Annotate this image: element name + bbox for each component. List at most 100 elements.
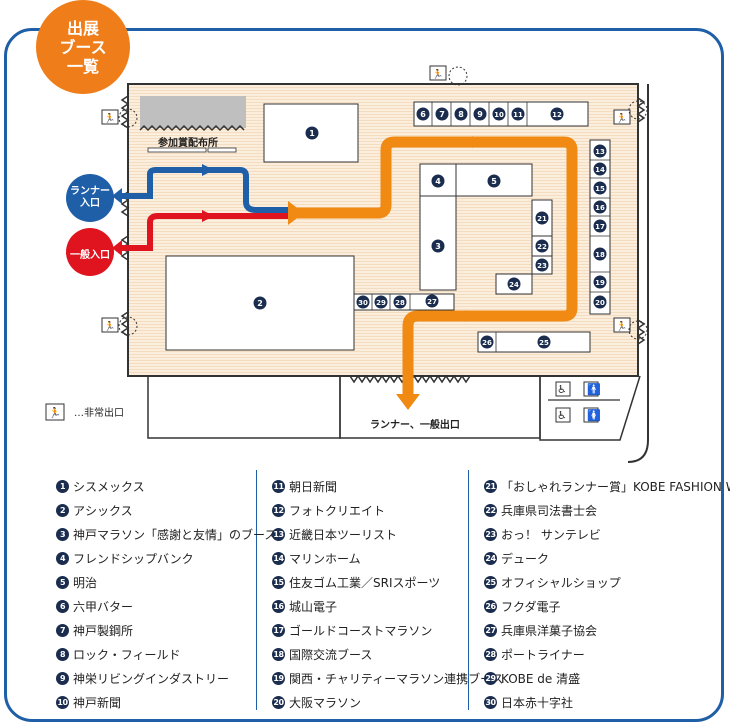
svg-text:🏃: 🏃 [616, 320, 627, 332]
booth-marker-3 [431, 239, 445, 253]
booth-number-badge: 20 [272, 695, 285, 709]
booth-number-badge: 10 [56, 695, 69, 709]
general-entrance-label: 一般入口 [70, 250, 110, 261]
booth-marker-21 [535, 211, 549, 225]
booth-number-badge: 2 [56, 503, 69, 517]
svg-text:♿: ♿ [557, 383, 567, 396]
general-entrance-marker [66, 228, 114, 276]
booth-marker-15 [593, 181, 607, 195]
legend-divider-1 [256, 470, 257, 710]
legend-label: 近畿日本ツーリスト [289, 527, 398, 542]
booth-marker-13 [593, 144, 607, 158]
legend-label: 神戸製鋼所 [73, 623, 134, 638]
booth-marker-18 [593, 247, 607, 261]
legend-label: オフィシャルショップ [501, 575, 621, 590]
legend-label: 国際交流ブース [289, 647, 373, 662]
legend-label: マリンホーム [289, 551, 361, 566]
svg-text:🏃: 🏃 [104, 112, 115, 124]
runner-route [118, 167, 292, 213]
booth-marker-27 [425, 294, 439, 308]
booth-marker-7 [435, 107, 449, 121]
booth-marker-label-11: 11 [513, 111, 523, 119]
booth-marker-30 [356, 295, 370, 309]
lower-annex-left [147, 376, 341, 439]
legend-label: ポートライナー [501, 647, 585, 662]
booth-number-badge: 30 [484, 695, 497, 709]
legend-item: 16 城山電子 [272, 594, 504, 618]
legend-label: 関西・チャリティーマラソン連携ブース [289, 671, 504, 686]
legend-label: ゴールドコーストマラソン [289, 623, 433, 638]
legend-label: フレンドシップバンク [73, 551, 194, 566]
legend-label: 明治 [73, 575, 98, 590]
emergency-exit-legend: …非常出口 [74, 408, 124, 419]
booth-marker-label-3: 3 [435, 242, 441, 251]
legend-item: 20 大阪マラソン [272, 690, 504, 714]
booth-number-badge: 19 [272, 671, 285, 685]
booth-marker-26 [480, 335, 494, 349]
booth-marker-1 [305, 126, 319, 140]
booth-number-badge: 16 [272, 599, 285, 613]
legend-label: 兵庫県洋菓子協会 [501, 623, 598, 638]
svg-text:🏃: 🏃 [432, 68, 443, 80]
booth-marker-17 [593, 219, 607, 233]
legend-label: アシックス [73, 503, 133, 518]
legend-label: 城山電子 [289, 599, 338, 614]
booth-marker-label-13: 13 [595, 148, 605, 156]
booth-number-badge: 29 [484, 671, 497, 685]
legend-column-3: 21「おしゃれランナー賞」KOBE FASHION WEEK22兵庫県司法書士会… [484, 474, 730, 714]
booth-number-badge: 8 [56, 647, 69, 661]
legend-label: 兵庫県司法書士会 [501, 503, 598, 518]
booth-marker-label-8: 8 [458, 110, 464, 119]
booth-number-badge: 21 [484, 479, 497, 493]
runner-entrance-label: ランナー 入口 [70, 186, 110, 209]
booth-number-badge: 26 [484, 599, 497, 613]
legend-label: フクダ電子 [501, 599, 561, 614]
legend-label: 神戸マラソン「感謝と友情」のブース [73, 527, 277, 542]
booth-number-badge: 6 [56, 599, 69, 613]
booth-number-badge: 9 [56, 671, 69, 685]
legend-item: 19 関西・チャリティーマラソン連携ブース [272, 666, 504, 690]
booth-marker-20 [593, 295, 607, 309]
booth-marker-label-2: 2 [257, 299, 263, 308]
booth-marker-label-23: 23 [537, 262, 547, 270]
booth-marker-2 [253, 296, 267, 310]
booth-marker-24 [507, 277, 521, 291]
booth-marker-10 [492, 107, 506, 121]
booth-marker-23 [535, 258, 549, 272]
booth-number-badge: 7 [56, 623, 69, 637]
legend-label: 朝日新聞 [289, 479, 338, 494]
booth-marker-5 [487, 174, 501, 188]
booth-marker-label-24: 24 [509, 281, 519, 289]
booth-marker-4 [431, 174, 445, 188]
booth-number-badge: 12 [272, 503, 285, 517]
outer-wall-right [627, 84, 649, 463]
booth-number-badge: 1 [56, 479, 69, 493]
svg-text:🏃: 🏃 [104, 320, 115, 332]
legend-label: 六甲バター [73, 599, 134, 614]
booth-marker-label-1: 1 [309, 129, 315, 138]
legend-label: 「おしゃれランナー賞」KOBE FASHION WEEK [501, 479, 730, 494]
booth-marker-label-17: 17 [595, 223, 605, 231]
booth-marker-label-20: 20 [595, 299, 605, 307]
runner-entrance-marker [66, 174, 114, 222]
legend-label: 大阪マラソン [289, 695, 362, 710]
booth-marker-label-21: 21 [537, 215, 547, 223]
legend-item: 26 フクダ電子 [484, 594, 730, 618]
booth-25-26 [477, 331, 591, 353]
booth-number-badge: 18 [272, 647, 285, 661]
legend-item: 7 神戸製鋼所 [56, 618, 276, 642]
